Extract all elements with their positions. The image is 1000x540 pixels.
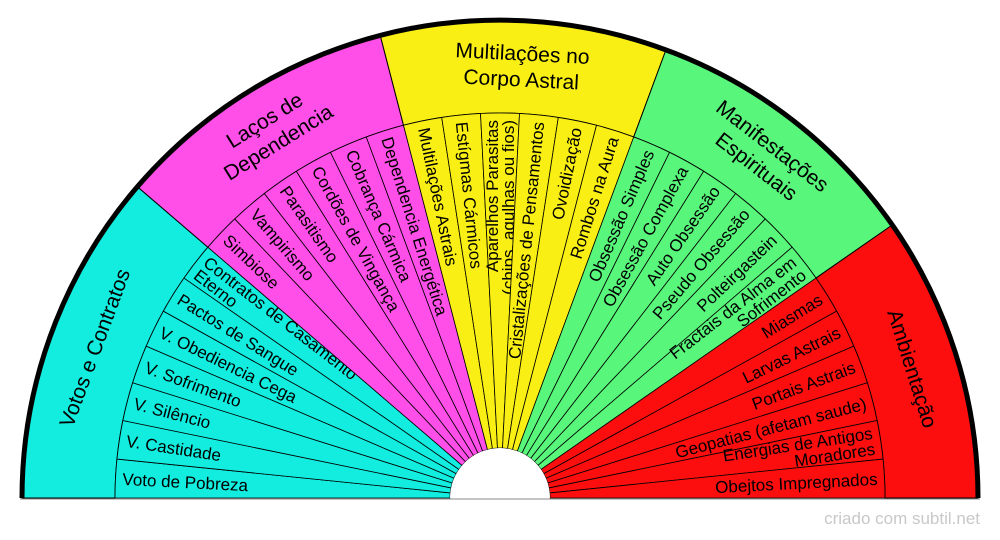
footer-credit: criado com subtil.net [824, 509, 980, 528]
center-hole [450, 448, 550, 498]
outer-border [19, 17, 981, 499]
item-label-line: Aparelhos Parasitas [483, 120, 502, 272]
